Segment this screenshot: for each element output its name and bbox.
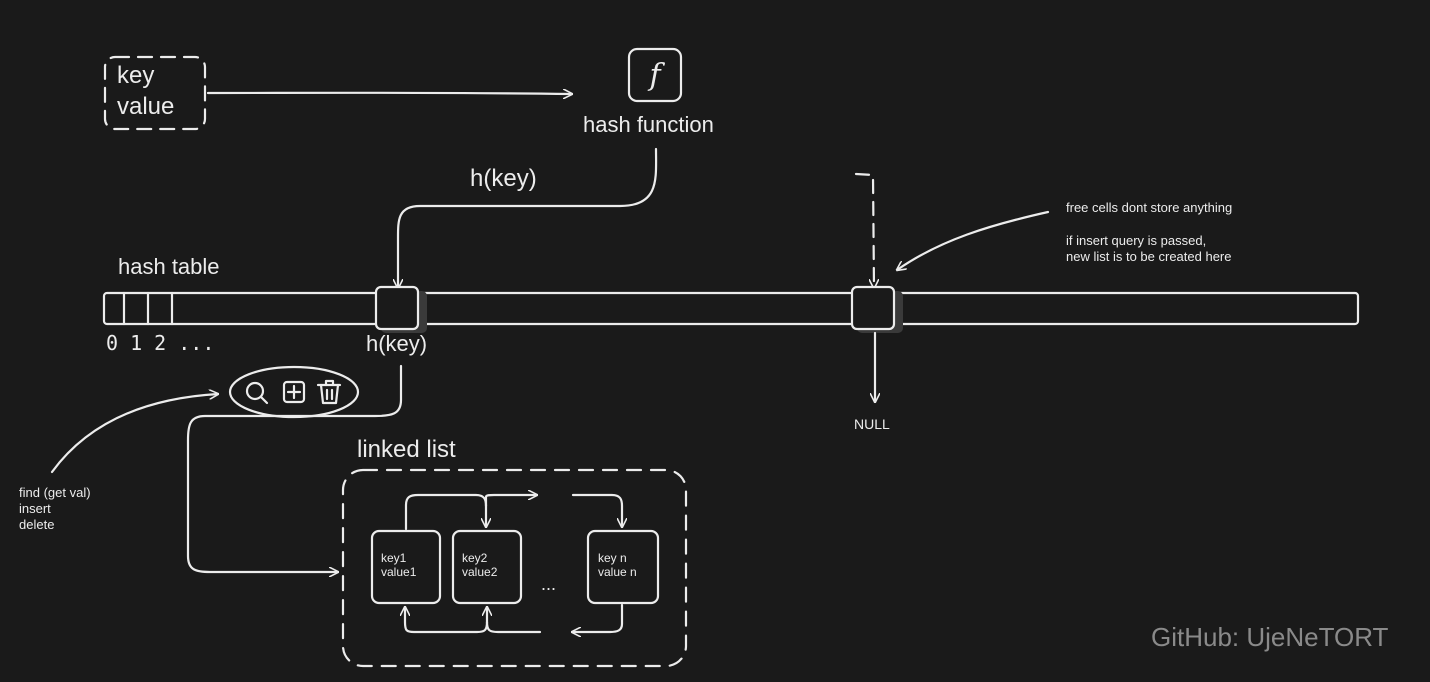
prev-arrow xyxy=(405,605,489,634)
operations-arrow xyxy=(50,394,218,474)
next-arrow xyxy=(484,495,539,508)
operations-line3: delete xyxy=(19,517,55,532)
input-value-label: value xyxy=(117,93,175,120)
next-arrow xyxy=(571,493,622,529)
null-label: NULL xyxy=(854,416,890,432)
function-symbol: f xyxy=(647,58,665,93)
node-2-value: value2 xyxy=(462,565,498,579)
node-n-key: key n xyxy=(598,551,627,565)
hash-table-bar xyxy=(102,291,1360,326)
key-value-box xyxy=(103,55,207,131)
linked-list-container xyxy=(341,468,688,668)
hash-cell xyxy=(374,285,420,331)
linked-list-title: linked list xyxy=(357,436,456,463)
search-icon xyxy=(245,381,269,405)
list-ellipsis: ... xyxy=(541,574,557,594)
prev-arrow xyxy=(487,605,542,634)
function-icon xyxy=(627,47,683,103)
free-note-line2: if insert query is passed, xyxy=(1066,233,1207,248)
operations-line2: insert xyxy=(19,501,51,516)
free-cell xyxy=(850,285,896,331)
node-2-key: key2 xyxy=(462,551,488,565)
input-key-label: key xyxy=(117,62,155,89)
arrow-cell-to-list xyxy=(186,364,403,572)
index-labels: 0 1 2 ... xyxy=(106,331,215,355)
hash-arrow-label: h(key) xyxy=(470,165,537,192)
dashed-arrow-to-free-cell xyxy=(854,172,874,290)
node-1-value: value1 xyxy=(381,565,417,579)
list-node-1 xyxy=(370,529,442,605)
cell-label: h(key) xyxy=(366,331,428,356)
trash-icon xyxy=(316,379,342,405)
add-icon xyxy=(282,380,306,404)
watermark: GitHub: UjeNeTORT xyxy=(1151,622,1389,652)
arrow-hash-to-cell xyxy=(398,147,658,290)
hash-function-label: hash function xyxy=(583,112,714,137)
list-node-2 xyxy=(451,529,523,605)
list-node-n xyxy=(586,529,660,605)
node-1-key: key1 xyxy=(381,551,407,565)
free-note-line3: new list is to be created here xyxy=(1066,249,1232,264)
operations-line1: find (get val) xyxy=(19,485,91,500)
note-arrow xyxy=(897,210,1050,270)
hash-table-title: hash table xyxy=(118,254,220,279)
free-note-line1: free cells dont store anything xyxy=(1066,200,1233,215)
arrow-to-hash-function xyxy=(206,93,574,94)
node-n-value: value n xyxy=(598,565,637,579)
next-arrow xyxy=(404,493,486,531)
prev-arrow xyxy=(570,603,624,632)
